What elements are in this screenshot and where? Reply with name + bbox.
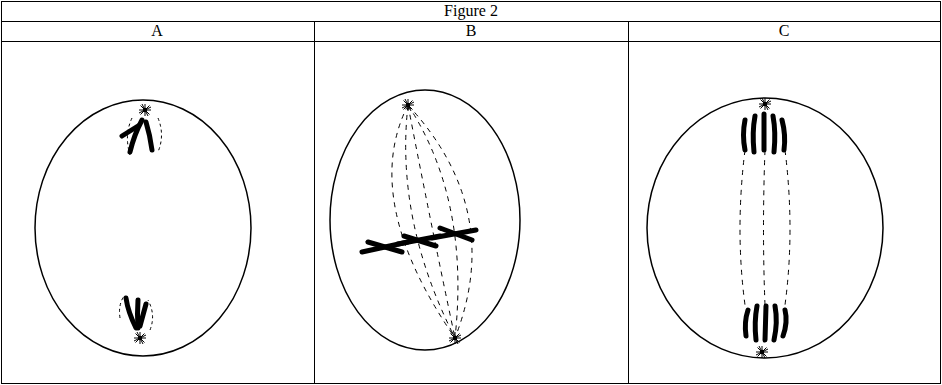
column-label: B bbox=[466, 22, 477, 40]
table-heading: Figure 2 bbox=[444, 2, 498, 20]
column-label: C bbox=[779, 22, 790, 40]
cell-a-drawing bbox=[35, 100, 251, 356]
cell-c-drawing bbox=[647, 98, 883, 358]
cell-b-drawing bbox=[330, 90, 520, 350]
column-label: A bbox=[151, 22, 163, 40]
